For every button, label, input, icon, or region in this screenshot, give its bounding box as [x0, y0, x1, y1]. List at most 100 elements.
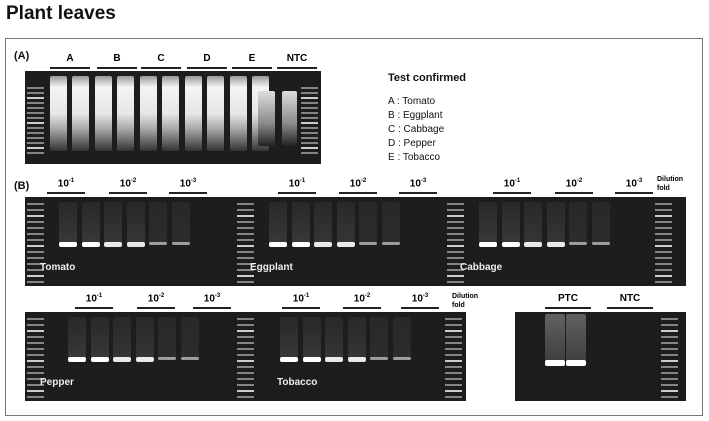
sample-label: Tomato [40, 262, 76, 273]
lane-smear [501, 202, 520, 244]
lane-underline [187, 67, 227, 69]
ladder-band [237, 330, 254, 332]
ladder-band [27, 372, 44, 374]
ladder-band [27, 348, 44, 350]
ladder-band [447, 227, 464, 229]
lane-smear [104, 202, 122, 244]
lane-underline [343, 307, 381, 309]
lane-underline [47, 192, 85, 194]
lane-smear [370, 317, 388, 359]
ladder-band [27, 127, 44, 129]
lane-underline [607, 307, 653, 309]
ladder-band [237, 209, 254, 211]
ladder-band [301, 132, 318, 134]
dilution-exponent: -3 [422, 293, 429, 299]
ladder-band [27, 87, 44, 89]
lane-smear [569, 202, 587, 244]
legend-item: A : Tomato [388, 96, 436, 107]
lane-smear [479, 202, 497, 244]
dilution-exponent: -1 [299, 178, 306, 184]
lane-underline [278, 192, 316, 194]
pcr-band [81, 242, 100, 247]
ladder-band [27, 354, 44, 356]
ladder-band [237, 378, 254, 380]
ladder-band [447, 251, 464, 253]
dilution-base: 10 [353, 293, 365, 305]
ladder-band [445, 384, 462, 386]
ladder-band [237, 245, 254, 247]
figure-frame [5, 38, 703, 416]
lane-smear [325, 317, 343, 359]
gel-panel-a [25, 71, 321, 164]
lane-smear [90, 317, 109, 359]
ladder-band [447, 239, 464, 241]
pcr-band [113, 357, 131, 362]
lane-smear [347, 317, 366, 359]
ladder-band [27, 152, 44, 154]
pcr-band [566, 360, 586, 366]
dilution-base: 10 [147, 293, 159, 305]
ladder-band [237, 396, 254, 398]
ladder-band [661, 366, 678, 368]
pcr-band [280, 357, 298, 362]
ladder-band [445, 330, 462, 332]
lane-smear [171, 202, 190, 244]
gel-panel-b-top [25, 197, 686, 286]
fold-word: fold [452, 302, 465, 309]
dilution-exponent: -2 [158, 293, 165, 299]
ntc-smear [282, 91, 297, 146]
dilution-label: 10-2 [333, 178, 383, 189]
smear-lane [207, 76, 224, 151]
ladder-band [661, 354, 678, 356]
pcr-band [347, 357, 366, 362]
ladder-band [661, 378, 678, 380]
ladder-band [237, 354, 254, 356]
ladder-band [301, 92, 318, 94]
lane-underline [493, 192, 531, 194]
ladder-band [27, 107, 44, 109]
ladder-band [27, 330, 44, 332]
ladder-band [301, 127, 318, 129]
lane-smear [566, 314, 586, 362]
dilution-label: 10-1 [272, 178, 322, 189]
dilution-base: 10 [292, 293, 304, 305]
ladder-band [445, 348, 462, 350]
lane-smear [336, 202, 355, 244]
ladder-band [661, 372, 678, 374]
ladder-band [301, 107, 318, 109]
control-label: PTC [558, 293, 578, 304]
ladder-band [27, 390, 44, 392]
ladder-band [447, 221, 464, 223]
pcr-band [359, 242, 377, 245]
dilution-label: 10-1 [41, 178, 91, 189]
lane-smear [302, 317, 321, 359]
lane-underline [282, 307, 320, 309]
pcr-band [149, 242, 167, 245]
ladder-band [655, 227, 672, 229]
lane-smear [381, 202, 400, 244]
ladder-band [237, 269, 254, 271]
dilution-label: 10-3 [609, 178, 659, 189]
lane-label: E [248, 53, 256, 64]
lane-smear [180, 317, 199, 359]
pcr-band [180, 357, 199, 360]
smear-lane [230, 76, 247, 151]
ladder-band [661, 318, 678, 320]
ladder-band [27, 342, 44, 344]
panel-a-label: (A) [14, 50, 30, 62]
ladder-band [27, 132, 44, 134]
ladder-band [445, 318, 462, 320]
gel-controls [515, 312, 686, 401]
lane-smear [68, 317, 86, 359]
pcr-band [546, 242, 565, 247]
ladder-band [237, 275, 254, 277]
lane-smear [546, 202, 565, 244]
ladder-band [27, 251, 44, 253]
ladder-band [447, 245, 464, 247]
ladder-band [301, 87, 318, 89]
ladder-band [447, 257, 464, 259]
lane-underline [50, 67, 90, 69]
pcr-band [302, 357, 321, 362]
